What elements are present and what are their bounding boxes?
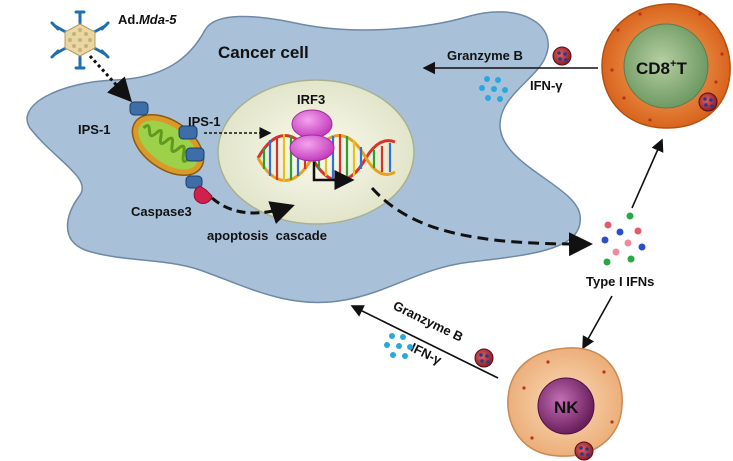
granzyme-bottom-icon [474,348,494,368]
ips1-left-label: IPS-1 [78,122,111,137]
ifn-gamma-bottom-label: IFN-γ [408,340,444,368]
ips1-lower-icon [185,147,205,162]
ifn-gamma-top-label: IFN-γ [530,78,563,93]
type1-ifn-particles [601,212,646,266]
nk-label: NK [554,398,579,417]
irf3-protein [289,109,335,162]
type1-ifns-label: Type I IFNs [586,274,654,289]
nk-cell [507,347,623,461]
ifn-to-nk-arrow [582,295,613,350]
ifn-gamma-top-icon [479,76,508,102]
virus-prefix: Ad. [118,12,139,27]
cd8-tail: T [676,59,687,78]
cd8-label: CD8+T [636,58,687,78]
granzyme-top-label: Granzyme B [447,48,523,63]
irf3-label: IRF3 [297,92,325,107]
cd8-granule-icon [698,92,718,112]
ips1-left-icon [129,101,149,116]
nk-granule-icon [574,441,594,461]
granzyme-top-icon [552,46,572,66]
ips1-right-icon [178,125,198,140]
ifn-secretion-arrow [370,186,593,257]
nk-attack-arrow [350,305,499,379]
adenovirus-icon [50,10,110,70]
ifn-to-cd8-arrow [631,138,664,209]
virus-label: Ad.Mda-5 [118,12,177,27]
caspase3-icon [193,185,213,204]
virus-gene: Mda-5 [139,12,177,27]
caspase3-label: Caspase3 [131,204,192,219]
ifn-gamma-bottom-icon [384,333,413,359]
apoptosis-arrow [211,196,295,225]
ips1-caspase-icon [185,175,203,189]
cd8-main: CD8 [636,59,670,78]
cancer-cell-label: Cancer cell [218,43,309,62]
cd8-t-cell [601,3,731,129]
apoptosis-label: apoptosis cascade [207,228,327,243]
transcription-arrow [312,162,355,190]
infection-arrow [88,54,133,103]
cd8-superscript: + [670,58,676,70]
ips1-right-label: IPS-1 [188,114,221,129]
